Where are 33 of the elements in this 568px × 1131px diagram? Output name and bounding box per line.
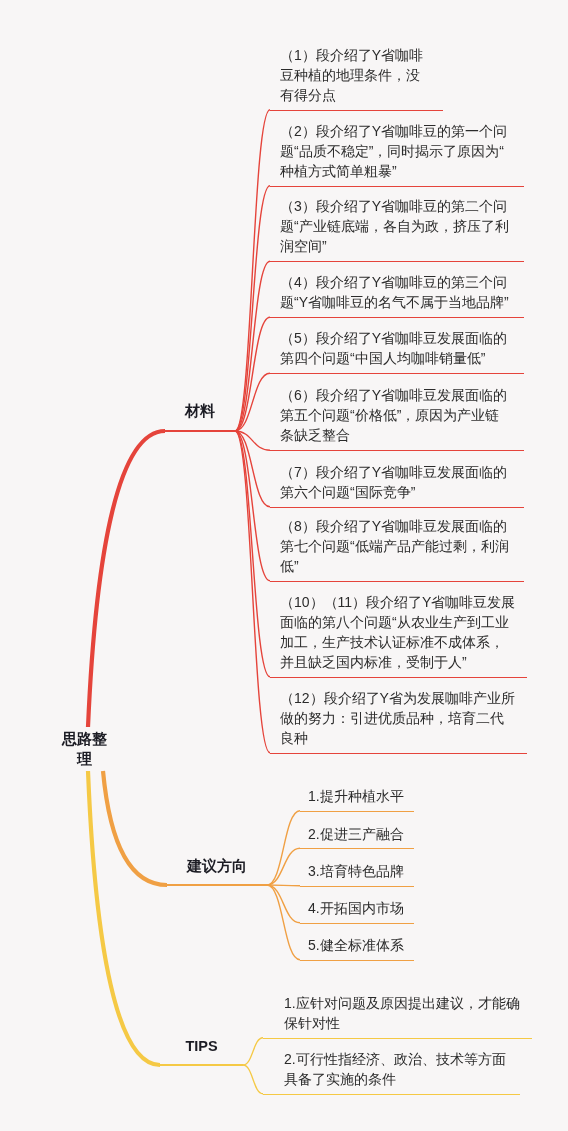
subtopic: 2.促进三产融合 xyxy=(300,823,414,849)
subtopic: 1.应针对问题及原因提出建议，才能确保针对性 xyxy=(263,992,532,1039)
connector-line xyxy=(234,185,271,432)
subtopic: （1）段介绍了Y省咖啡豆种植的地理条件，没有得分点 xyxy=(270,44,443,111)
central-topic: 思路整理 xyxy=(58,727,110,771)
connector-line xyxy=(234,430,271,582)
main-topic: 建议方向 xyxy=(167,856,267,886)
subtopic: （6）段介绍了Y省咖啡豆发展面临的第五个问题“价格低”，原因为产业链条缺乏整合 xyxy=(270,385,524,451)
connector-line xyxy=(266,884,301,924)
subtopic: 3.培育特色品牌 xyxy=(300,861,414,887)
subtopic: （4）段介绍了Y省咖啡豆的第三个问题“Y省咖啡豆的名气不属于当地品牌” xyxy=(270,272,524,318)
branch-line xyxy=(100,770,168,888)
connector-line xyxy=(266,884,301,961)
connector-line xyxy=(234,430,271,754)
subtopic: （7）段介绍了Y省咖啡豆发展面临的第六个问题“国际竞争” xyxy=(270,461,524,508)
main-topic: TIPS xyxy=(160,1036,243,1066)
subtopic: （12）段介绍了Y省为发展咖啡产业所做的努力：引进优质品种，培育二代良种 xyxy=(270,687,527,754)
connector-line xyxy=(234,316,271,432)
subtopic: （5）段介绍了Y省咖啡豆发展面临的第四个问题“中国人均咖啡销量低” xyxy=(270,328,524,374)
subtopic: （2）段介绍了Y省咖啡豆的第一个问题“品质不稳定”，同时揭示了原因为“种植方式简单粗暴” xyxy=(270,120,524,187)
subtopic: 1.提升种植水平 xyxy=(300,786,414,812)
connector-line xyxy=(242,1037,264,1066)
subtopic: 4.开拓国内市场 xyxy=(300,898,414,924)
subtopic: （3）段介绍了Y省咖啡豆的第二个问题“产业链底端，各自为政，挤压了利润空间” xyxy=(270,196,524,262)
subtopic: （10）（11）段介绍了Y省咖啡豆发展面临的第八个问题“从农业生产到工业加工，生产技术认证标准不成体系，并且缺乏国内标准，受制于人” xyxy=(270,591,527,678)
connector-line xyxy=(234,430,271,678)
main-topic: 材料 xyxy=(165,401,235,432)
subtopic: 5.健全标准体系 xyxy=(300,935,414,961)
branch-line xyxy=(85,770,161,1068)
subtopic: （8）段介绍了Y省咖啡豆发展面临的第七个问题“低端产品产能过剩，利润低” xyxy=(270,515,524,582)
branch-line xyxy=(85,428,166,728)
subtopic: 2.可行性指经济、政治、技术等方面具备了实施的条件 xyxy=(263,1048,520,1095)
connector-line xyxy=(242,1064,264,1095)
